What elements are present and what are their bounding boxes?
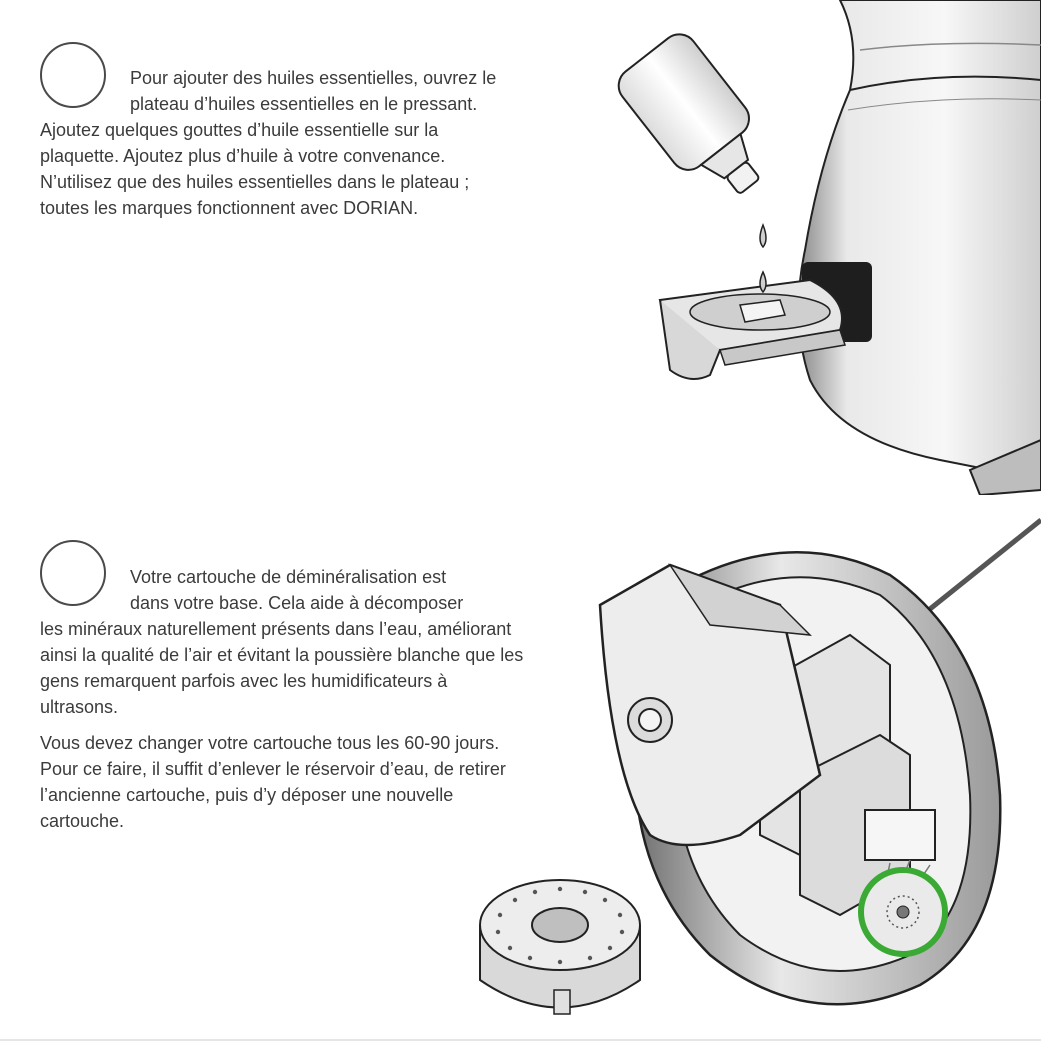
oil-body: Ajoutez quelques gouttes d’huile essenti… xyxy=(40,120,470,218)
oil-bottle xyxy=(617,33,760,194)
bottom-rule xyxy=(0,1039,1041,1041)
cartridge-line-1: Votre cartouche de déminéralisation est xyxy=(130,567,447,587)
cartridge-illustration xyxy=(479,879,641,1015)
oil-tray-illustration xyxy=(617,0,1041,495)
cartridge-body: les minéraux naturellement présents dans… xyxy=(40,619,524,717)
oil-line-1: Pour ajouter des huiles essentielles, ou… xyxy=(130,68,497,88)
step-1-circle xyxy=(40,42,106,108)
oil-instructions: Pour ajouter des huiles essentielles, ou… xyxy=(40,65,540,221)
cartridge-instructions: Votre cartouche de déminéralisation est … xyxy=(40,564,540,844)
cartridge-replace-text: Vous devez changer votre cartouche tous … xyxy=(40,733,506,831)
step-2-circle xyxy=(40,540,106,606)
cartridge-line-2: dans votre base. Cela aide à décomposer xyxy=(130,593,464,613)
oil-line-2: plateau d’huiles essentielles en le pres… xyxy=(130,94,478,114)
open-base-illustration xyxy=(598,518,1041,1006)
humidifier-body xyxy=(797,0,1041,482)
base-lid xyxy=(598,563,822,847)
